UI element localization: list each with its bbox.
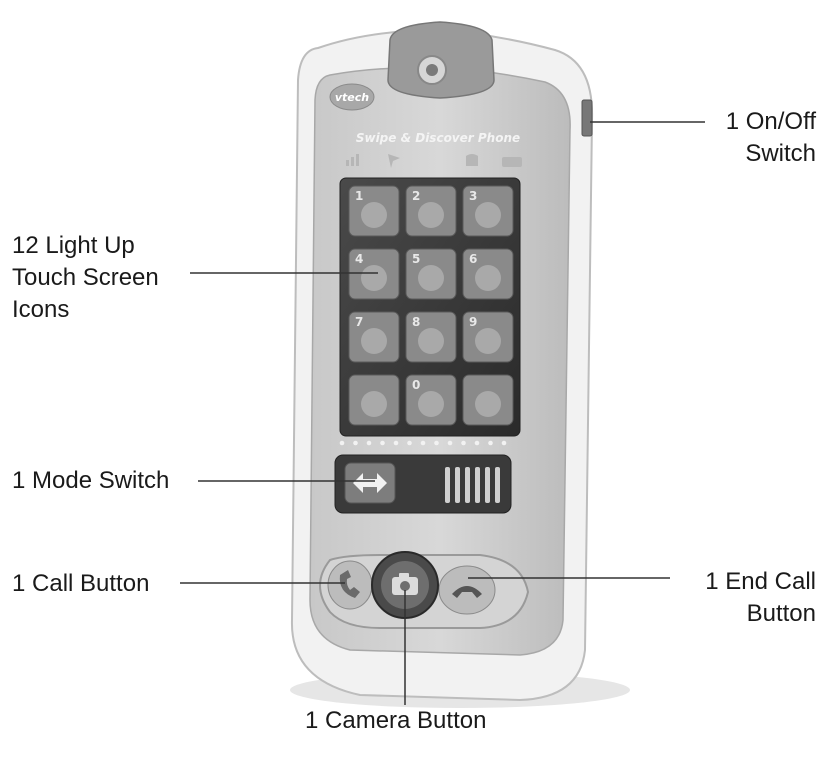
touch-key-4[interactable]: 4 — [348, 248, 400, 300]
touch-screen — [339, 177, 521, 437]
touch-key-1[interactable]: 1 — [348, 185, 400, 237]
callout-end-call-line2: Button — [746, 600, 816, 627]
location-arrow-icon — [388, 154, 400, 168]
callout-touch-line1: 12 Light Up — [12, 232, 135, 259]
map-pin-icon — [418, 202, 444, 228]
chat-dots-icon — [418, 265, 444, 291]
touch-key-number: 5 — [412, 252, 420, 266]
callout-end-call: 1 End Call Button — [660, 566, 816, 630]
touch-key-11[interactable]: 0 — [405, 374, 457, 426]
touch-key-5[interactable]: 5 — [405, 248, 457, 300]
on-off-switch[interactable] — [581, 99, 593, 137]
dot — [366, 440, 372, 446]
dot — [474, 440, 480, 446]
touch-key-3[interactable]: 3 — [462, 185, 514, 237]
callout-touch-screen: 12 Light Up Touch Screen Icons — [12, 230, 159, 326]
call-button[interactable] — [327, 560, 373, 610]
dot — [380, 440, 385, 446]
touch-key-number: 3 — [469, 189, 477, 203]
touch-screen-keys: 1 2 3 4 5 6 7 8 9 0 — [348, 185, 514, 426]
touch-key-8[interactable]: 8 — [405, 311, 457, 363]
phone-title: Swipe & Discover Phone — [356, 131, 520, 145]
envelope-icon — [361, 265, 387, 291]
bunny-icon — [361, 328, 387, 354]
callout-mode-switch: 1 Mode Switch — [12, 467, 170, 494]
touch-key-number: 7 — [355, 315, 363, 329]
mode-switch-ridges — [445, 467, 500, 503]
puppy-icon — [361, 202, 387, 228]
dot — [420, 440, 426, 446]
bird-icon — [475, 265, 501, 291]
abc-block-icon — [475, 391, 501, 417]
brand-logo: vtech — [335, 91, 369, 104]
touch-key-number: 2 — [412, 189, 420, 203]
touch-key-7[interactable]: 7 — [348, 311, 400, 363]
dot — [447, 440, 453, 446]
callout-on-off-line2: Switch — [745, 140, 816, 167]
touch-key-number: 0 — [412, 378, 420, 392]
touch-key-12[interactable] — [462, 374, 514, 426]
shapes-icon — [418, 391, 444, 417]
touch-key-number: 6 — [469, 252, 477, 266]
callout-on-off-line1: 1 On/Off — [725, 108, 816, 135]
kitten-icon — [475, 328, 501, 354]
dot-row — [339, 440, 507, 446]
callout-on-off: 1 On/Off Switch — [640, 106, 816, 170]
dot — [353, 440, 358, 446]
callout-call-button: 1 Call Button — [12, 570, 150, 597]
callout-touch-line2: Touch Screen — [12, 264, 159, 291]
touch-key-9[interactable]: 9 — [462, 311, 514, 363]
dot — [488, 440, 493, 446]
dot — [461, 440, 466, 446]
phone-handset-icon — [339, 570, 360, 598]
dot — [339, 440, 345, 446]
touch-key-6[interactable]: 6 — [462, 248, 514, 300]
music-note-icon — [418, 328, 444, 354]
cat-icon — [475, 202, 501, 228]
brand-badge — [329, 83, 375, 111]
touch-key-number: 9 — [469, 315, 477, 329]
callout-camera-button: 1 Camera Button — [305, 707, 487, 734]
dot — [434, 440, 439, 446]
signal-icon — [346, 154, 359, 166]
leader-lines — [180, 121, 705, 705]
double-arrow-icon — [353, 473, 387, 493]
battery-icon — [502, 157, 522, 167]
callout-touch-line3: Icons — [12, 296, 70, 323]
touch-key-number: 1 — [355, 189, 363, 203]
dot — [407, 440, 412, 446]
camera-icon — [392, 573, 418, 595]
touch-key-10[interactable] — [348, 374, 400, 426]
home-icon — [466, 154, 478, 166]
clock-icon — [361, 391, 387, 417]
dot — [501, 440, 507, 446]
touch-key-2[interactable]: 2 — [405, 185, 457, 237]
touch-key-number: 4 — [355, 252, 363, 266]
hang-up-icon — [452, 586, 482, 598]
dot — [393, 440, 399, 446]
camera-lens-center — [426, 64, 438, 76]
touch-key-number: 8 — [412, 315, 420, 329]
status-bar — [346, 154, 522, 168]
callout-end-call-line1: 1 End Call — [705, 568, 816, 595]
